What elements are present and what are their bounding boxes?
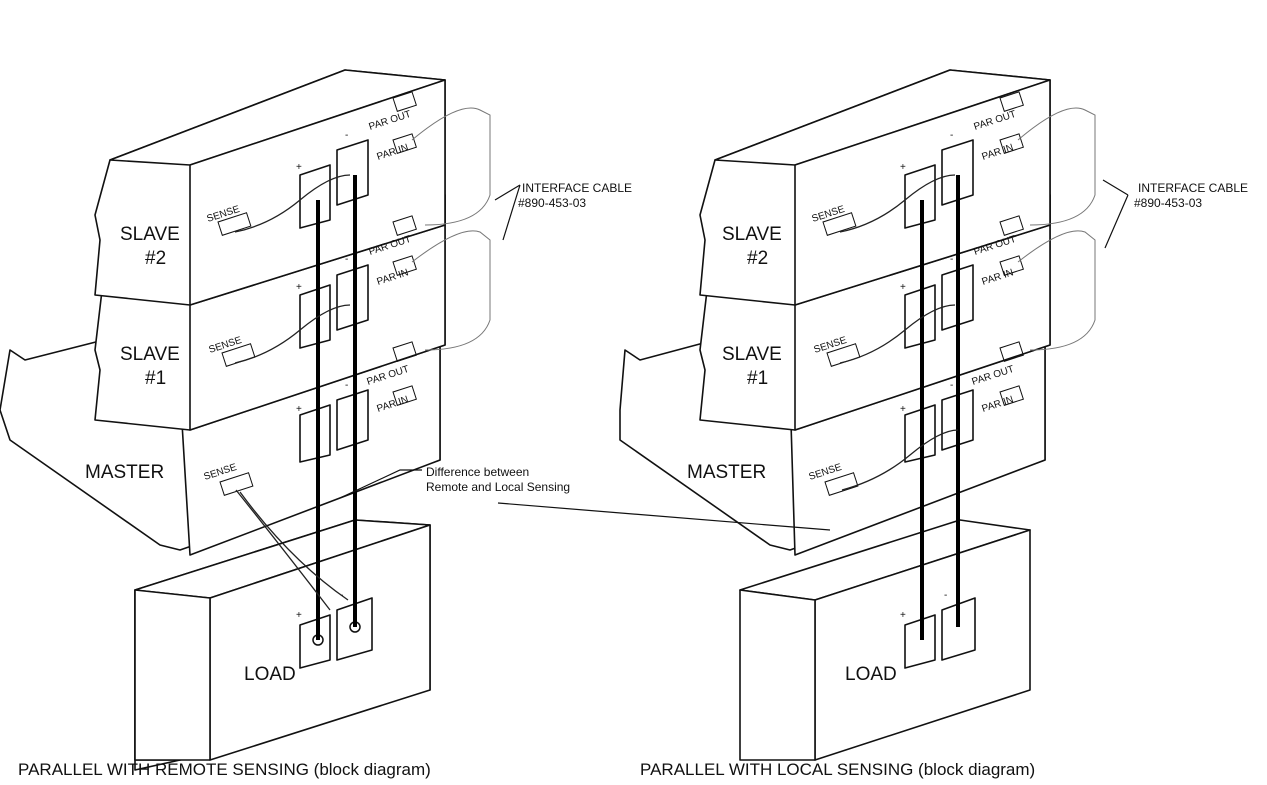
left-sense-wires bbox=[234, 174, 351, 611]
right-interface-cable-callout: INTERFACE CABLE #890-453-03 bbox=[1102, 179, 1248, 249]
left-slave1-minus: - bbox=[345, 254, 348, 265]
right-sense-wires bbox=[839, 174, 959, 491]
left-cable-label-2: #890-453-03 bbox=[518, 196, 586, 210]
left-note-line-1: Difference between bbox=[426, 465, 529, 479]
right-load-plus-sign: + bbox=[900, 610, 906, 621]
left-slave1-label: SLAVE bbox=[120, 344, 180, 365]
left-master-label: MASTER bbox=[85, 462, 164, 483]
right-load-unit: LOAD + - bbox=[739, 519, 1031, 761]
right-slave1-plus: + bbox=[900, 282, 906, 293]
right-power-wires bbox=[920, 175, 960, 640]
left-power-wires bbox=[316, 175, 357, 640]
right-interface-cables bbox=[1017, 107, 1096, 351]
right-load-label: LOAD bbox=[845, 664, 897, 685]
right-load-minus-sign: - bbox=[944, 590, 947, 601]
left-master-plus: + bbox=[296, 404, 302, 415]
left-caption: PARALLEL WITH REMOTE SENSING (block diag… bbox=[18, 760, 431, 779]
left-master-minus: - bbox=[345, 380, 348, 391]
left-difference-note: Difference between Remote and Local Sens… bbox=[339, 465, 570, 499]
left-slave2-plus: + bbox=[296, 162, 302, 173]
right-cable-label-2: #890-453-03 bbox=[1134, 196, 1202, 210]
right-difference-leader bbox=[497, 502, 831, 531]
left-slave1-number: #1 bbox=[145, 368, 166, 389]
right-slave2-plus: + bbox=[900, 162, 906, 173]
left-slave2-minus: - bbox=[345, 130, 348, 141]
left-slave1-plus: + bbox=[296, 282, 302, 293]
left-load-unit: LOAD + - bbox=[134, 519, 431, 771]
left-load-label: LOAD bbox=[244, 664, 296, 685]
left-slave2-label: SLAVE bbox=[120, 224, 180, 245]
right-master-minus: - bbox=[950, 380, 953, 391]
left-note-line-2: Remote and Local Sensing bbox=[426, 480, 570, 494]
right-master-plus: + bbox=[900, 404, 906, 415]
right-slave2-label: SLAVE bbox=[722, 224, 782, 245]
left-stack-terminals: + - + - + - bbox=[296, 130, 369, 463]
left-load-plus-sign: + bbox=[296, 610, 302, 621]
right-caption: PARALLEL WITH LOCAL SENSING (block diagr… bbox=[640, 760, 1035, 779]
left-diagram: LOAD + - MASTER SLAVE #1 bbox=[0, 69, 632, 779]
left-slave2-number: #2 bbox=[145, 248, 166, 269]
right-slave2-number: #2 bbox=[747, 248, 768, 269]
right-slave1-minus: - bbox=[950, 254, 953, 265]
right-diagram: LOAD + - MASTER SLAVE #1 SLAVE #2 bbox=[497, 69, 1248, 779]
right-cable-label-1: INTERFACE CABLE bbox=[1138, 181, 1248, 195]
right-slave1-number: #1 bbox=[747, 368, 768, 389]
left-interface-cable-callout: INTERFACE CABLE #890-453-03 bbox=[494, 181, 632, 241]
right-slave2-minus: - bbox=[950, 130, 953, 141]
left-interface-cables bbox=[411, 107, 491, 351]
right-master-label: MASTER bbox=[687, 462, 766, 483]
left-cable-label-1: INTERFACE CABLE bbox=[522, 181, 632, 195]
right-slave1-label: SLAVE bbox=[722, 344, 782, 365]
